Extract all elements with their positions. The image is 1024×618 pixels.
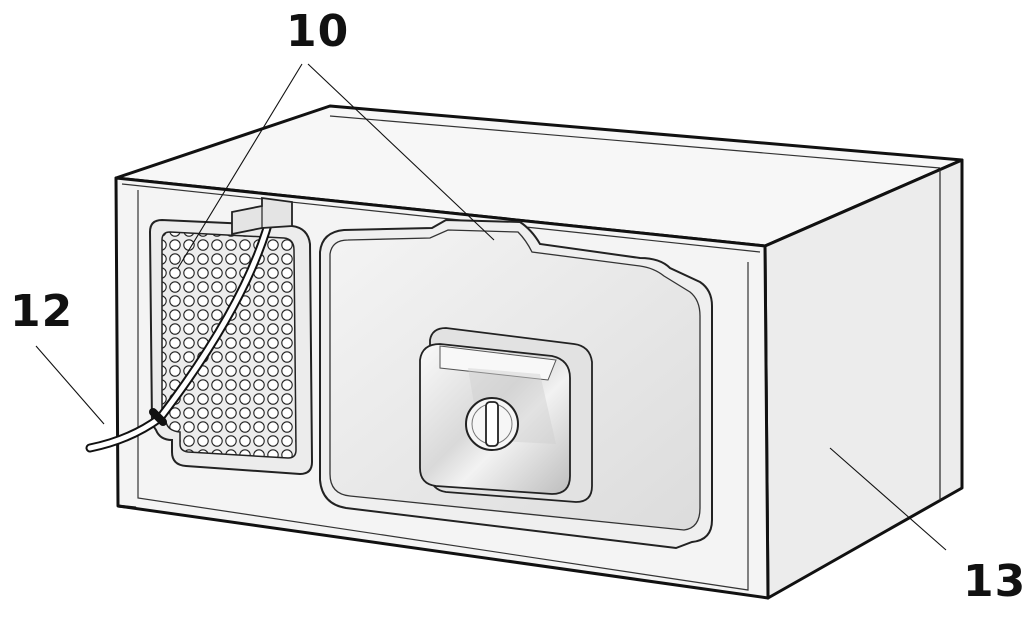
cable-clamp [231, 196, 293, 236]
capillary-tube [85, 205, 277, 453]
callout-label-12: 12 [10, 286, 74, 337]
leader-lines [35, 63, 947, 551]
callout-label-10: 10 [286, 6, 350, 57]
ventilation-grille [148, 218, 314, 476]
thermostat-knob [465, 397, 519, 451]
callout-label-13: 13 [963, 556, 1024, 607]
